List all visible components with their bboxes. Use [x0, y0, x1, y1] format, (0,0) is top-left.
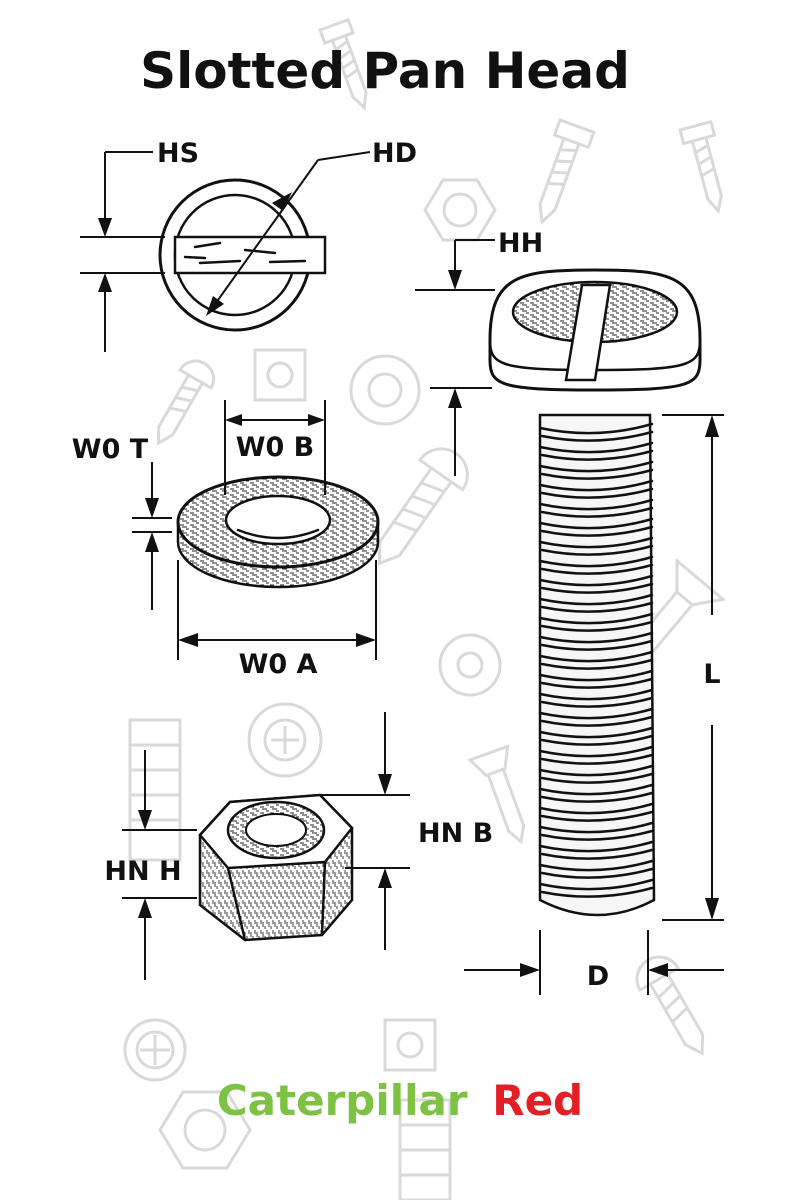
- hnb-dimension: [318, 712, 410, 950]
- woa-label: W0 A: [239, 649, 318, 680]
- wot-label: W0 T: [72, 434, 149, 465]
- bg-washer-icon: [247, 702, 323, 778]
- page-title: Slotted Pan Head: [140, 42, 630, 100]
- woa-dimension: [177, 560, 377, 660]
- bg-screw-icon: [538, 118, 596, 226]
- background-doodles: [123, 17, 727, 1200]
- hnh-label: HN H: [104, 856, 181, 887]
- hex-nut-drawing: [198, 793, 354, 942]
- l-label: L: [703, 659, 720, 690]
- wob-label: W0 B: [236, 432, 315, 463]
- brand-word-2: Red: [492, 1076, 583, 1125]
- bg-nut-icon: [423, 178, 497, 242]
- wot-dimension: [132, 462, 172, 610]
- pan-head-screw-drawing: [488, 268, 702, 917]
- d-dimension: [464, 930, 724, 995]
- d-label: D: [587, 961, 609, 992]
- bg-bolt-icon: [128, 718, 182, 862]
- bg-washer-icon: [123, 1018, 187, 1082]
- bg-bolt-icon: [398, 1098, 452, 1200]
- hd-dimension: [206, 151, 371, 316]
- bg-square-nut-icon: [253, 348, 307, 402]
- hh-label: HH: [498, 228, 543, 259]
- screw-head-top-view: [158, 178, 327, 332]
- hs-label: HS: [157, 138, 199, 169]
- bg-screw-icon: [157, 359, 216, 446]
- bg-square-nut-icon: [383, 1018, 437, 1072]
- bg-screw-icon: [318, 17, 368, 111]
- hnb-label: HN B: [418, 818, 493, 849]
- l-dimension: [662, 414, 724, 921]
- bg-screw-icon: [377, 447, 469, 566]
- wob-dimension: [224, 400, 326, 495]
- bg-nut-icon: [158, 1090, 252, 1170]
- hd-label: HD: [372, 138, 417, 169]
- bg-screw-icon: [635, 955, 705, 1056]
- hnh-dimension: [122, 750, 197, 980]
- screw-threads: [538, 413, 656, 917]
- hs-dimension: [80, 151, 165, 352]
- bg-washer-icon: [349, 354, 421, 426]
- bg-screw-icon: [678, 119, 723, 215]
- bg-washer-icon: [438, 633, 502, 697]
- bg-screw-icon: [467, 744, 526, 845]
- brand-logo: Caterpillar Red: [217, 1076, 583, 1125]
- brand-word-1: Caterpillar: [217, 1076, 468, 1125]
- hh-dimension: [415, 239, 495, 476]
- washer-drawing: [176, 475, 380, 589]
